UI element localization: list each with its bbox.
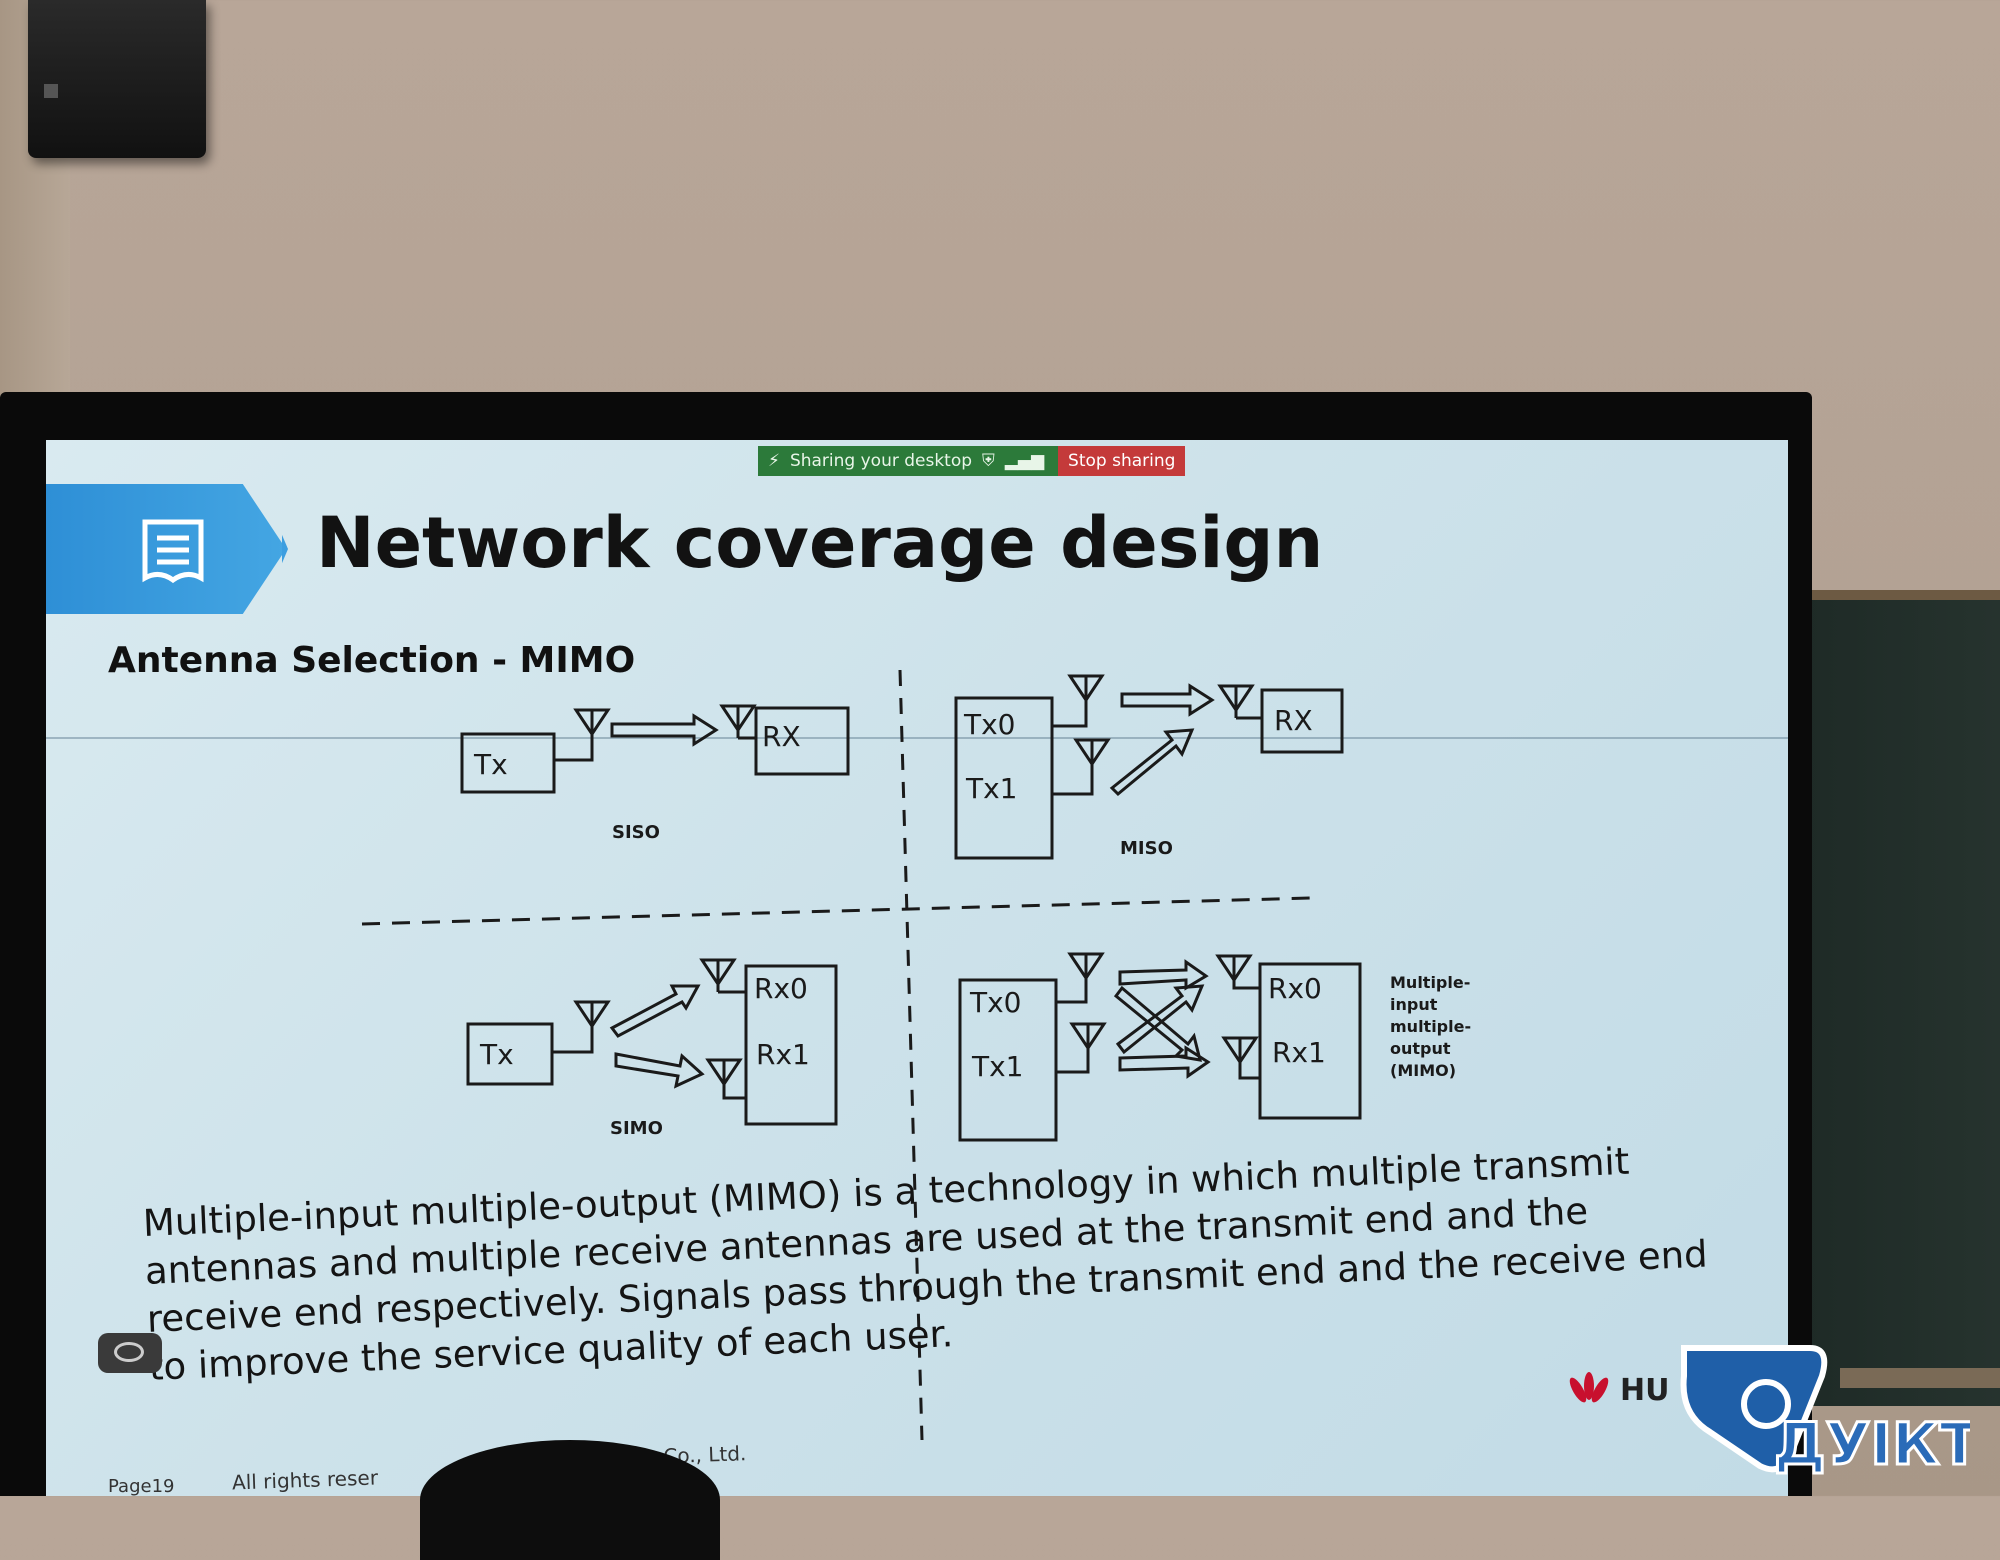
- mimo-caption-line: multiple-: [1390, 1017, 1471, 1036]
- mimo-arrow-bottom: [1118, 1045, 1211, 1079]
- siso-tx-label: Tx: [473, 748, 508, 781]
- speaker-led: [44, 84, 58, 98]
- huawei-petal-icon: [1569, 1372, 1609, 1403]
- siso-arrow: [610, 713, 719, 747]
- miso-tx1-feed: [1052, 760, 1094, 796]
- mimo-tx0-antenna-icon: [1067, 952, 1105, 984]
- stop-sharing-button[interactable]: Stop sharing: [1058, 446, 1186, 476]
- mimo-caption-line: input: [1390, 995, 1438, 1014]
- mimo-tx1-antenna-icon: [1069, 1022, 1107, 1054]
- siso-tx-box: [460, 732, 556, 794]
- wall-speaker: [28, 0, 206, 158]
- mimo-rx0-antenna-icon: [1215, 954, 1260, 990]
- mimo-tx1-feed: [1056, 1044, 1090, 1074]
- miso-tx0-label: Tx0: [963, 708, 1016, 741]
- banner-chevron: [242, 484, 288, 614]
- chalk-tray: [1840, 1368, 2000, 1388]
- chat-bubble-icon[interactable]: [98, 1333, 162, 1373]
- miso-rx-label: RX: [1274, 704, 1313, 737]
- watermark-text: ДУІКТ: [1774, 1410, 1970, 1478]
- siso-rx-box: [754, 706, 850, 776]
- miso-arrow-diagonal: [1109, 728, 1195, 797]
- mimo-arrow-cross-up: [1115, 984, 1205, 1055]
- simo-rx0-antenna-icon: [699, 958, 737, 992]
- simo-tx-label: Tx: [479, 1038, 514, 1071]
- mimo-caption-line: output: [1390, 1039, 1451, 1058]
- lightning-icon: ⚡: [768, 451, 780, 471]
- divider-line: [46, 737, 1788, 739]
- miso-tx-box: [954, 696, 1054, 860]
- siso-rx-label: RX: [762, 720, 801, 753]
- siso-caption: SISO: [612, 822, 660, 843]
- huawei-logo: HU: [1566, 1372, 1669, 1408]
- mimo-rx-box: [1258, 962, 1362, 1120]
- mimo-arrow-cross-down: [1113, 985, 1203, 1062]
- miso-tx1-label: Tx1: [965, 772, 1018, 805]
- slide-title: Network coverage design: [316, 502, 1324, 584]
- simo-caption: SIMO: [610, 1118, 663, 1139]
- simo-rx1-antenna-icon: [705, 1058, 746, 1100]
- share-status-text: Sharing your desktop: [789, 451, 973, 471]
- signal-icon: ▂▄▆: [1004, 451, 1045, 471]
- simo-tx-antenna-icon: [573, 1000, 611, 1032]
- horizontal-divider: [361, 896, 1311, 926]
- siso-rx-antenna-icon: [719, 704, 757, 738]
- miso-tx0-feed: [1052, 696, 1088, 728]
- mimo-tx-box: [958, 978, 1058, 1142]
- share-status: ⚡ Sharing your desktop ⛨ ▂▄▆: [758, 446, 1059, 476]
- huawei-brand-text: HU: [1620, 1372, 1670, 1408]
- simo-tx-feed: [552, 1020, 594, 1054]
- audience-head-silhouette: [420, 1440, 720, 1560]
- siso-tx-feed: [554, 728, 594, 762]
- miso-tx1-antenna-icon: [1073, 738, 1111, 770]
- slide-screen: ⚡ Sharing your desktop ⛨ ▂▄▆ Stop sharin…: [46, 440, 1788, 1496]
- mimo-diagram: Tx RX SISO Tx0 Tx1 RX MISO Tx Rx0 Rx1 SI…: [361, 669, 1471, 1441]
- simo-arrow-down: [614, 1052, 705, 1089]
- mimo-tx0-label: Tx0: [969, 986, 1022, 1019]
- mimo-caption-line: (MIMO): [1390, 1061, 1456, 1080]
- footer-page-number: Page19: [108, 1476, 175, 1496]
- miso-rx-box: [1260, 688, 1344, 754]
- simo-arrow-up: [609, 984, 701, 1038]
- slide-subtitle: Antenna Selection - MIMO: [108, 640, 636, 681]
- mimo-caption-line: Multiple-: [1390, 973, 1470, 992]
- mimo-caption: Multiple- input multiple- output (MIMO): [1390, 973, 1471, 1080]
- document-icon: [142, 519, 204, 584]
- chalkboard: [1800, 590, 2000, 1406]
- mimo-tx1-label: Tx1: [971, 1050, 1024, 1083]
- screen-share-bar: ⚡ Sharing your desktop ⛨ ▂▄▆ Stop sharin…: [758, 446, 1186, 476]
- watermark-logo: ДУІКТ: [1680, 1345, 1970, 1480]
- simo-rx-box: [744, 964, 838, 1126]
- miso-rx-antenna-icon: [1217, 684, 1255, 718]
- watermark-circle-icon: [1741, 1379, 1791, 1429]
- mimo-arrow-top: [1118, 959, 1209, 991]
- simo-rx0-label: Rx0: [754, 972, 808, 1005]
- shield-icon: ⛨: [982, 451, 995, 471]
- mimo-rx1-antenna-icon: [1221, 1036, 1260, 1080]
- footer-rights: All rights reser: [231, 1465, 379, 1495]
- simo-rx1-label: Rx1: [756, 1038, 810, 1071]
- siso-tx-antenna-icon: [573, 708, 611, 740]
- mimo-rx0-label: Rx0: [1268, 972, 1322, 1005]
- mimo-rx1-label: Rx1: [1272, 1036, 1326, 1069]
- miso-tx0-antenna-icon: [1067, 674, 1105, 706]
- simo-tx-box: [466, 1022, 554, 1086]
- mimo-tx0-feed: [1056, 974, 1088, 1004]
- miso-arrow-top: [1120, 683, 1215, 717]
- miso-caption: MISO: [1120, 838, 1173, 859]
